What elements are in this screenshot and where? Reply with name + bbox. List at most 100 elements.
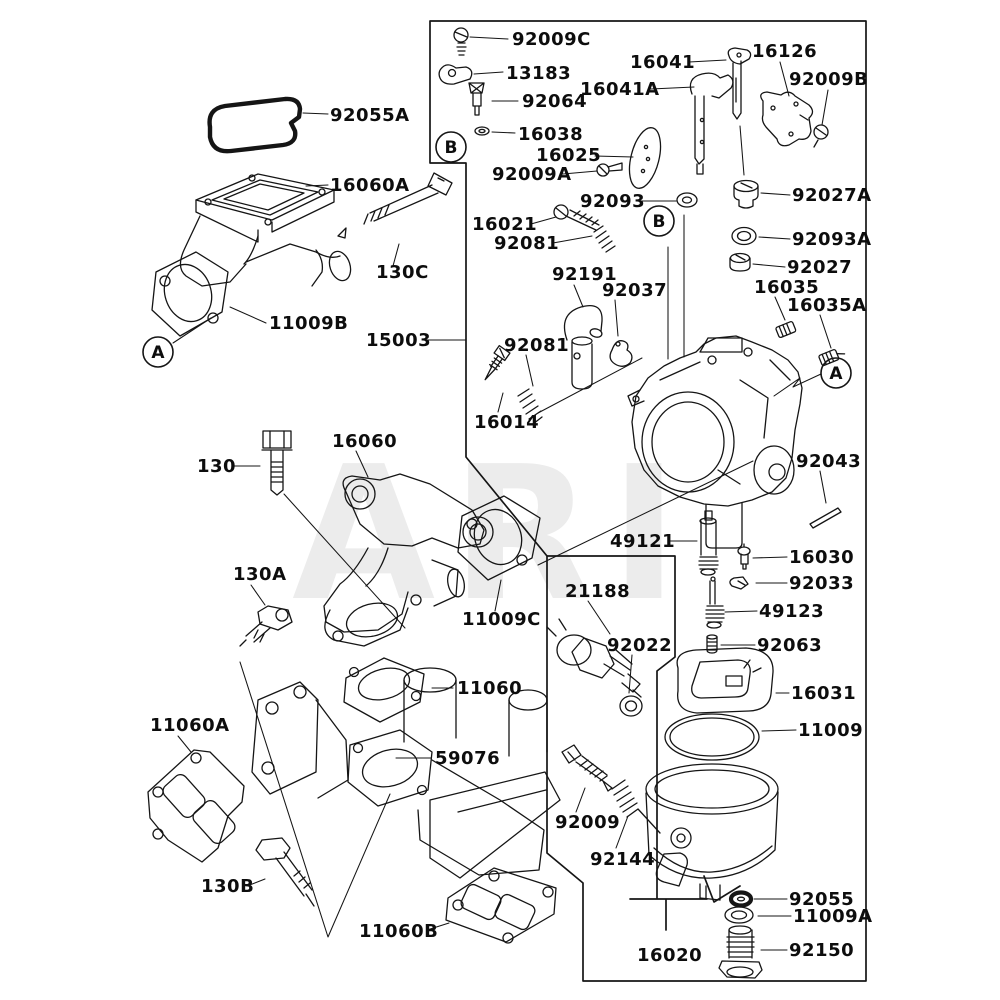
part-carburetor-body [627,335,803,549]
part-label-130c: 130C [376,262,429,283]
part-bolt-130c [337,172,453,239]
part-jet-49123 [705,576,725,629]
part-label-16035a: 16035A [787,295,867,316]
group-leader-lines [172,36,832,951]
part-label-92009: 92009 [555,812,620,833]
part-label-21188: 21188 [565,581,630,602]
part-label-11060b: 11060B [359,921,438,942]
part-label-92022: 92022 [607,635,672,656]
part-pin-92043 [809,507,842,529]
part-label-11060: 11060 [457,678,522,699]
part-shaft-16041 [727,47,752,120]
part-plug-92150 [718,925,763,979]
part-label-92081-upper: 92081 [494,233,559,254]
callout-a-left: A [142,336,174,368]
part-screw-16035a [818,349,846,367]
part-label-11009c: 11009C [462,609,541,630]
part-label-92191: 92191 [552,264,617,285]
part-label-92027a: 92027A [792,185,872,206]
part-label-16041a: 16041A [580,79,660,100]
part-jet-49121 [698,510,719,576]
part-label-92063: 92063 [757,635,822,656]
pointer-16020-vmark [703,875,741,903]
part-label-130a: 130A [233,564,287,585]
part-gasket-11060 [343,657,425,723]
part-spring-92081-lower [517,388,543,425]
group-part-drawings [147,27,846,979]
part-label-92009a: 92009A [492,164,572,185]
part-label-16035: 16035 [754,277,819,298]
part-label-49121: 49121 [610,531,675,552]
enclosure-main-outline [429,20,867,982]
part-label-92027: 92027 [787,257,852,278]
part-bolt-130b [255,837,315,907]
part-label-15003: 15003 [366,330,431,351]
part-screw-92009a [596,162,623,177]
part-shaft-16041a [689,72,734,175]
group-part-labels: 92009C 13183 92064 16038 16025 92009A 92… [150,29,872,966]
part-label-92093a: 92093A [792,229,872,250]
svg-text:B: B [445,138,458,158]
part-gasket-11009b [151,251,229,337]
part-elbow-body [179,215,352,287]
part-label-11009b: 11009B [269,313,348,334]
part-seal-92093a [731,226,757,246]
part-cap-92027 [729,252,751,272]
part-label-92144: 92144 [590,849,655,870]
part-gasket-11009 [664,713,760,761]
enclosure-inner-group-outline [546,555,708,931]
part-float-16031 [676,647,774,714]
part-label-92055a: 92055A [330,105,410,126]
part-screw-92009 [561,744,613,792]
part-float-bowl-16020 [645,763,779,901]
part-label-16038: 16038 [518,124,583,145]
svg-text:B: B [653,212,666,232]
part-label-92064: 92064 [522,91,587,112]
svg-text:A: A [151,343,165,363]
part-label-92009c: 92009C [512,29,591,50]
part-label-13183: 13183 [506,63,571,84]
callout-a-right: A [820,357,852,389]
part-plate-16025 [628,127,662,189]
part-label-92043: 92043 [796,451,861,472]
part-label-16060: 16060 [332,431,397,452]
part-jet-92063 [706,634,718,654]
part-label-16041: 16041 [630,52,695,73]
part-hose-92191 [563,304,603,390]
part-spring-92144 [611,779,661,834]
callout-b-right: B [643,205,675,237]
part-label-92033: 92033 [789,573,854,594]
group-enclosures [429,20,867,982]
part-label-16126: 16126 [752,41,817,62]
part-screw-16021 [553,204,600,231]
part-screw-16035 [775,321,797,339]
part-label-16021: 16021 [472,214,537,235]
part-washer-92093 [676,192,698,208]
part-label-11009: 11009 [798,720,863,741]
part-label-16014: 16014 [474,412,539,433]
part-cap-92027a [733,179,759,209]
part-spring-92081-upper [593,225,616,253]
part-bracket-16060 [323,473,494,647]
part-label-130b: 130B [201,876,254,897]
svg-text:A: A [829,364,843,384]
part-label-92037: 92037 [602,280,667,301]
part-label-16030: 16030 [789,547,854,568]
part-screw-16014 [484,344,511,381]
part-bolt-130a [239,605,293,647]
part-label-16031: 16031 [791,683,856,704]
part-bolt-130 [261,430,293,496]
part-clamp-92037 [609,340,633,367]
part-label-59076: 59076 [435,748,500,769]
part-bracket-16126 [760,91,814,147]
part-label-92093: 92093 [580,191,645,212]
part-label-92081-lower: 92081 [504,335,569,356]
part-screw-92009b [813,124,829,148]
part-gasket-11009c [457,495,541,581]
part-clip-92033 [729,576,749,590]
part-label-11060a: 11060A [150,715,230,736]
part-label-16025: 16025 [536,145,601,166]
part-label-92055: 92055 [789,889,854,910]
part-washer-11009a [724,906,754,924]
